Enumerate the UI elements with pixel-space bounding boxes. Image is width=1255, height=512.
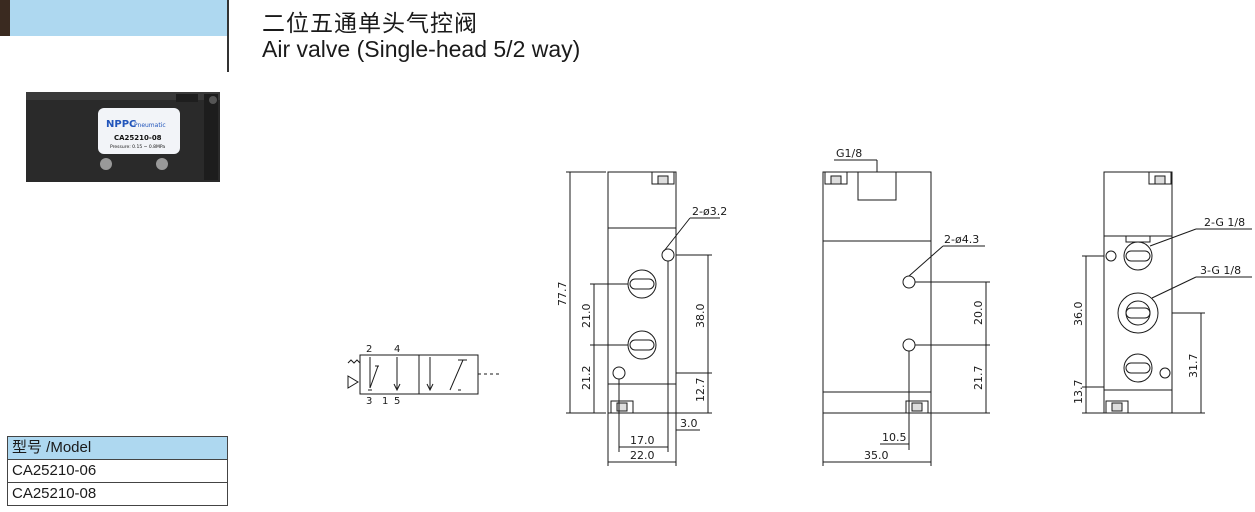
model-row: CA25210-06 <box>7 459 228 483</box>
back-ports-a-label: 2-G 1/8 <box>1204 216 1245 229</box>
side-dim-21-7: 21.7 <box>972 366 985 391</box>
front-dim-17-0: 17.0 <box>630 434 655 447</box>
photo-model: CA25210-08 <box>114 134 162 142</box>
back-view: 2-G 1/8 3-G 1/8 36.0 13.7 31.7 <box>1072 171 1252 414</box>
page-title-en: Air valve (Single-head 5/2 way) <box>262 36 581 62</box>
side-view: G1/8 2-ø4.3 20.0 21.7 10.5 35.0 <box>822 147 990 466</box>
product-photo: NPPC Pneumatic CA25210-08 Pressure: 0.15… <box>26 92 220 182</box>
valve-symbol: 2 4 3 1 5 <box>347 344 500 407</box>
front-dim-21-2: 21.2 <box>580 366 593 391</box>
symbol-port-3: 3 <box>366 396 372 407</box>
symbol-port-5: 5 <box>394 396 400 407</box>
side-port-label: G1/8 <box>836 147 862 160</box>
back-dim-36-0: 36.0 <box>1072 302 1085 327</box>
photo-brand: NPPC <box>106 119 136 130</box>
header-accent-bar <box>0 0 228 36</box>
front-dim-12-7: 12.7 <box>694 378 707 403</box>
model-table: 型号 /Model CA25210-06 CA25210-08 <box>7 436 228 506</box>
photo-pressure: Pressure: 0.15 ~ 0.8MPa <box>110 144 165 150</box>
front-height-dim: 77.7 <box>556 282 569 307</box>
side-dim-20-0: 20.0 <box>972 301 985 326</box>
model-row: CA25210-08 <box>7 482 228 506</box>
page-title-cn: 二位五通单头气控阀 <box>262 10 478 36</box>
front-dim-38-0: 38.0 <box>694 304 707 329</box>
front-dim-21-0: 21.0 <box>580 304 593 329</box>
symbol-port-4: 4 <box>394 344 400 355</box>
photo-brand-sub: Pneumatic <box>134 122 166 129</box>
symbol-port-2: 2 <box>366 344 372 355</box>
side-holes-label: 2-ø4.3 <box>944 233 979 246</box>
symbol-port-1: 1 <box>382 396 388 407</box>
side-dim-10-5: 10.5 <box>882 431 907 444</box>
back-dim-13-7: 13.7 <box>1072 380 1085 405</box>
side-dim-35-0: 35.0 <box>864 449 889 462</box>
header-marker <box>0 0 10 36</box>
back-dim-31-7: 31.7 <box>1187 354 1200 379</box>
front-dim-22-0: 22.0 <box>630 449 655 462</box>
front-dim-3-0: 3.0 <box>680 417 698 430</box>
header-divider <box>227 0 229 72</box>
back-ports-b-label: 3-G 1/8 <box>1200 264 1241 277</box>
front-view: 2-ø3.2 77.7 21.0 21.2 38.0 12.7 17.0 22.… <box>556 171 727 466</box>
front-holes-label: 2-ø3.2 <box>692 205 727 218</box>
model-table-header: 型号 /Model <box>7 436 228 460</box>
